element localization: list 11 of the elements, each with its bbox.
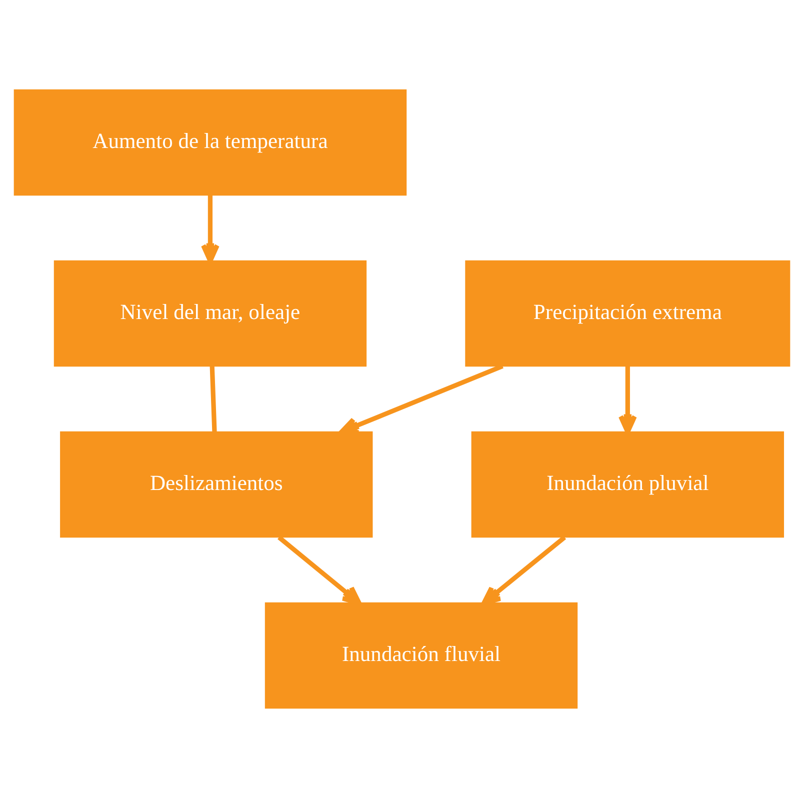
node-box: Nivel del mar, oleaje: [54, 260, 367, 367]
arrow: [278, 536, 362, 606]
node-box: Inundación fluvial: [264, 602, 578, 709]
connector: [210, 366, 217, 432]
arrow: [200, 195, 220, 264]
node-box: Deslizamientos: [60, 431, 373, 538]
node-box: Precipitación extrema: [465, 260, 790, 367]
node-box: Inundación pluvial: [471, 431, 784, 538]
node-box: Aumento de la temperatura: [14, 89, 407, 196]
arrow: [482, 536, 566, 606]
arrow: [618, 366, 637, 434]
